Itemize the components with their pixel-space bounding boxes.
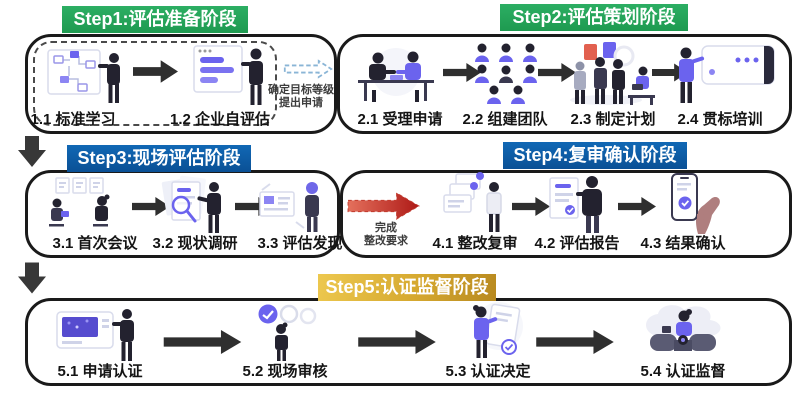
item-label: 3.3 评估发现: [257, 235, 343, 252]
flow-arrow-icon: [132, 196, 170, 217]
stage1-dashed-box: [33, 41, 277, 126]
stage4-header: Step4:复审确认阶段: [503, 142, 687, 169]
stage1-header: Step1:评估准备阶段: [62, 6, 248, 33]
caption-line: 确定目标等级: [268, 84, 334, 96]
item-label: 2.4 贯标培训: [677, 111, 763, 128]
illustration-first-meeting: [42, 176, 127, 232]
illustration-certification-decision: [455, 300, 529, 362]
item-label: 4.3 结果确认: [640, 235, 726, 252]
illustration-certification-supervision: [638, 300, 728, 360]
illustration-self-assessment: [186, 44, 278, 106]
illustration-apply-certification: [55, 306, 145, 362]
illustration-rectify-review: [428, 172, 516, 234]
item-label: 2.2 组建团队: [462, 111, 548, 128]
item-label: 4.1 整改复审: [432, 235, 518, 252]
flow-arrow-icon: [512, 196, 550, 217]
illustration-standard-learning: [46, 46, 131, 106]
item-label: 4.2 评估报告: [534, 235, 620, 252]
illustration-survey: [150, 174, 235, 234]
item-label: 2.1 受理申请: [357, 111, 443, 128]
stage2-header: Step2:评估策划阶段: [500, 4, 688, 31]
item-label: 5.3 认证决定: [445, 363, 531, 380]
stage3-header: Step3:现场评估阶段: [67, 145, 251, 172]
long-flow-arrow-icon: [352, 330, 442, 354]
flow-arrow-icon: [133, 60, 178, 83]
down-arrow-icon: [18, 262, 46, 294]
item-label: 1.1 标准学习: [30, 111, 116, 128]
long-flow-arrow-icon: [160, 330, 245, 354]
illustration-assessment-report: [548, 172, 610, 234]
down-arrow-icon: [18, 136, 46, 167]
item-label: 3.1 首次会议: [52, 235, 138, 252]
illustration-findings: [256, 178, 334, 233]
caption-line: 提出申请: [279, 97, 323, 110]
item-label: 5.4 认证监督: [640, 363, 726, 380]
item-label: 2.3 制定计划: [570, 111, 656, 128]
item-label: 5.1 申请认证: [57, 363, 143, 380]
flow-arrow-icon: [443, 62, 481, 83]
item-label: 3.2 现状调研: [152, 235, 238, 252]
stage5-header: Step5:认证监督阶段: [318, 274, 496, 301]
illustration-team-grid: [467, 42, 545, 106]
illustration-training: [672, 42, 776, 107]
illustration-accept-application: [352, 46, 440, 106]
caption-line: 完成: [375, 222, 397, 234]
red-arrow-icon: [347, 192, 420, 220]
connector-caption-apply: 确定目标等级 提出申请: [268, 84, 334, 111]
long-flow-arrow-icon: [535, 330, 615, 354]
dashed-arrow-icon: [283, 58, 333, 80]
item-label: 1.2 企业自评估: [169, 111, 271, 128]
illustration-result-confirm: [652, 172, 724, 234]
connector-caption-rectify: 完成 整改要求: [364, 222, 408, 249]
illustration-make-plan: [566, 42, 660, 107]
caption-line: 整改要求: [364, 235, 408, 248]
flow-arrow-icon: [538, 62, 576, 83]
item-label: 5.2 现场审核: [242, 363, 328, 380]
flow-arrow-icon: [618, 196, 656, 217]
illustration-site-audit: [250, 302, 322, 362]
